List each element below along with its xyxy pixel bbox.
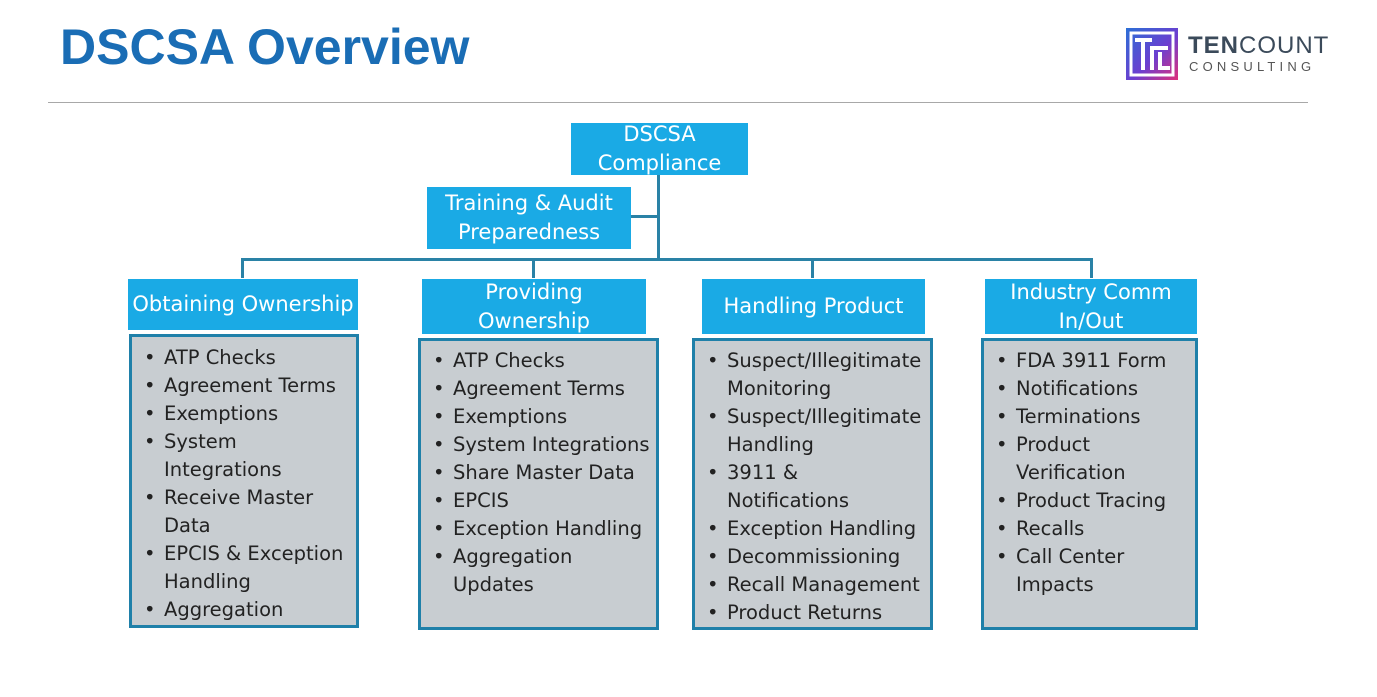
list-item: Notifications [992, 375, 1189, 403]
list-item: Recall Management [703, 571, 924, 599]
bullet-list: ATP Checks Agreement Terms Exemptions Sy… [140, 344, 350, 624]
list-item: Call Center Impacts [992, 543, 1189, 599]
column-header-line2: In/Out [1058, 308, 1124, 333]
list-item: Exemptions [140, 400, 350, 428]
company-logo: TENCOUNT CONSULTING [1126, 28, 1346, 84]
root-node-dscsa-compliance: DSCSA Compliance [571, 122, 748, 175]
list-item: 3911 & Notifications [703, 459, 924, 515]
list-item: Decommissioning [703, 543, 924, 571]
list-item: Product Returns [703, 599, 924, 627]
connector-col-4 [1090, 258, 1093, 278]
logo-tagline: CONSULTING [1189, 59, 1316, 74]
tencount-logo-icon [1126, 28, 1178, 80]
connector-col-1 [241, 258, 244, 278]
list-item: Recalls [992, 515, 1189, 543]
list-item: Exemptions [429, 403, 650, 431]
connector-col-2 [532, 258, 535, 278]
column-header-label: Handling Product [723, 294, 904, 318]
training-audit-node: Training & Audit Preparedness [427, 187, 631, 249]
title-divider [48, 102, 1308, 103]
list-item: Suspect/Illegitimate Handling [703, 403, 924, 459]
list-item: Exception Handling [703, 515, 924, 543]
list-item: System Integrations [429, 431, 650, 459]
column-header-label: Obtaining Ownership [132, 292, 354, 316]
list-item: Product Verification [992, 431, 1189, 487]
column-header-obtaining-ownership: Obtaining Ownership [128, 279, 358, 330]
list-item: Terminations [992, 403, 1189, 431]
column-header-industry-comm: Industry Comm In/Out [985, 279, 1197, 334]
connector-horizontal-bus [241, 258, 1093, 261]
list-item: Share Master Data [429, 459, 650, 487]
bullet-list: ATP Checks Agreement Terms Exemptions Sy… [429, 347, 650, 599]
list-box-obtaining-ownership: ATP Checks Agreement Terms Exemptions Sy… [129, 334, 359, 628]
list-item: Receive Master Data [140, 484, 350, 540]
bullet-list: Suspect/Illegitimate Monitoring Suspect/… [703, 347, 924, 627]
column-header-line1: Industry Comm [1010, 279, 1172, 304]
root-node-line1: DSCSA [623, 122, 696, 146]
training-node-line2: Preparedness [457, 220, 601, 244]
list-item: System Integrations [140, 428, 350, 484]
list-item: FDA 3911 Form [992, 347, 1189, 375]
list-item: EPCIS & Exception Handling [140, 540, 350, 596]
training-node-line1: Training & Audit [445, 191, 613, 215]
column-header-handling-product: Handling Product [702, 279, 925, 334]
list-item: Suspect/Illegitimate Monitoring [703, 347, 924, 403]
list-item: Agreement Terms [429, 375, 650, 403]
list-box-handling-product: Suspect/Illegitimate Monitoring Suspect/… [692, 338, 933, 630]
bullet-list: FDA 3911 Form Notifications Terminations… [992, 347, 1189, 599]
column-header-providing-ownership: Providing Ownership [422, 279, 646, 334]
root-node-line2: Compliance [597, 151, 722, 175]
connector-col-3 [811, 258, 814, 278]
list-item: ATP Checks [140, 344, 350, 372]
connector-training [630, 215, 659, 218]
list-item: Aggregation Updates [429, 543, 650, 599]
logo-wordmark: TENCOUNT [1188, 32, 1330, 59]
list-item: Agreement Terms [140, 372, 350, 400]
list-box-providing-ownership: ATP Checks Agreement Terms Exemptions Sy… [418, 338, 659, 630]
list-item: EPCIS [429, 487, 650, 515]
page-title: DSCSA Overview [60, 19, 470, 75]
column-header-label: Providing Ownership [478, 279, 590, 333]
list-item: Exception Handling [429, 515, 650, 543]
list-item: Product Tracing [992, 487, 1189, 515]
list-box-industry-comm: FDA 3911 Form Notifications Terminations… [981, 338, 1198, 630]
list-item: Aggregation [140, 596, 350, 624]
list-item: ATP Checks [429, 347, 650, 375]
